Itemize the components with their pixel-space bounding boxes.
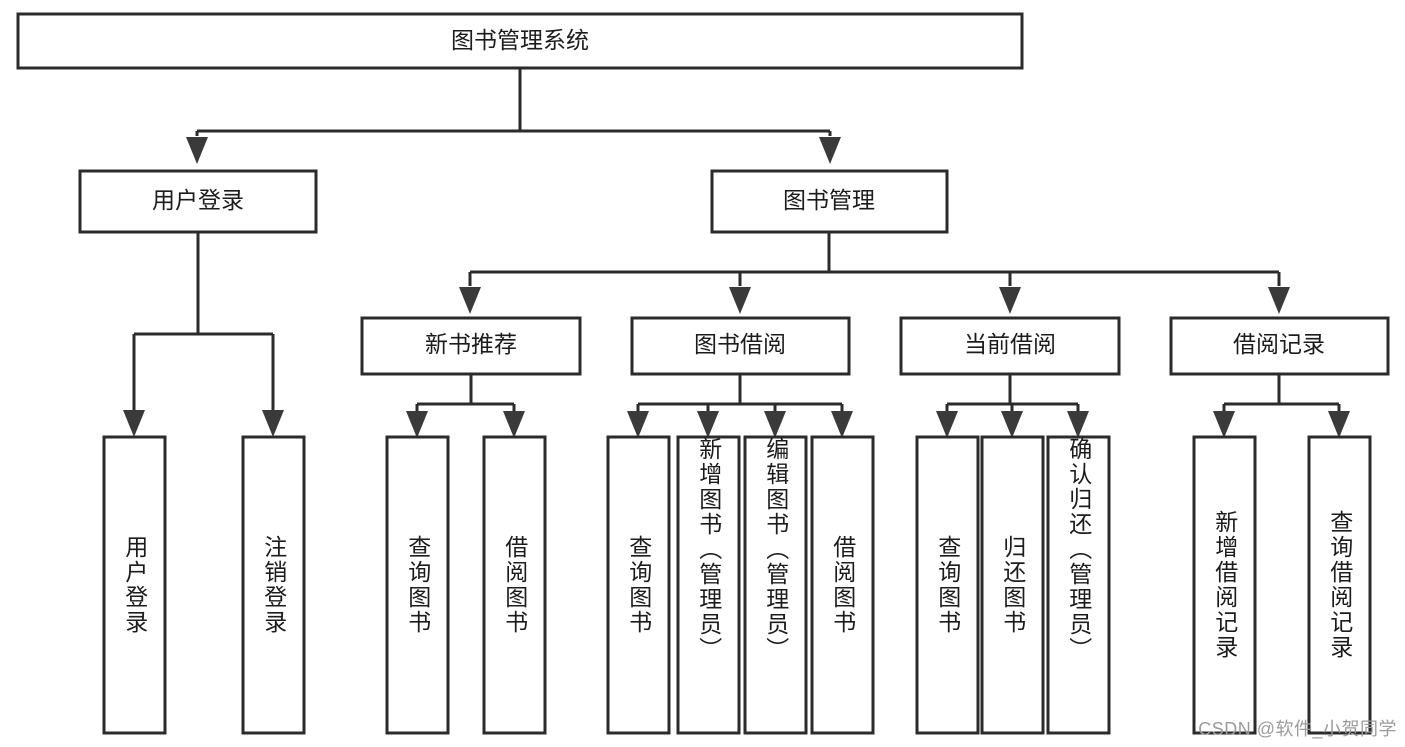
leaf-box-bb-edit-book[interactable] bbox=[743, 435, 808, 735]
arrow-icon-to-borrow-record bbox=[1268, 287, 1290, 314]
csdn-watermark: CSDN @软件_小贺同学 bbox=[1198, 719, 1397, 739]
node-book-management-box[interactable] bbox=[710, 169, 949, 234]
leaf-box-nb-borrow-book[interactable] bbox=[482, 435, 547, 735]
node-book-management[interactable]: 图书管理 bbox=[710, 169, 949, 234]
arrow-icon-to-user-login bbox=[186, 137, 208, 164]
arrow-icon-br-leaf-2 bbox=[1328, 411, 1350, 438]
leaf-box-bb-borrow-book[interactable] bbox=[810, 435, 875, 735]
node-borrow-record-label: 借阅记录 bbox=[1233, 331, 1325, 357]
leaf-box-logout[interactable] bbox=[241, 435, 306, 735]
node-root-book-management-system[interactable]: 图书管理系统 bbox=[16, 12, 1024, 70]
node-borrow-record-box[interactable] bbox=[1169, 316, 1390, 376]
node-borrow-record[interactable]: 借阅记录 bbox=[1169, 316, 1390, 376]
leaf-box-br-query-record[interactable] bbox=[1307, 435, 1372, 735]
node-user-login[interactable]: 用户登录 bbox=[78, 169, 318, 234]
arrow-icon-bb-leaf-2 bbox=[697, 411, 719, 438]
arrow-icon-to-new-book-recommend bbox=[459, 287, 481, 314]
leaf-box-cb-return-book[interactable] bbox=[980, 435, 1045, 735]
leaf-box-bb-query-book[interactable] bbox=[606, 435, 671, 735]
node-book-management-label: 图书管理 bbox=[783, 187, 875, 213]
node-new-book-recommend-label: 新书推荐 bbox=[425, 331, 517, 357]
node-current-borrow[interactable]: 当前借阅 bbox=[899, 316, 1121, 376]
arrow-icon-to-book-mgmt bbox=[819, 137, 841, 164]
node-new-book-recommend-box[interactable] bbox=[360, 316, 582, 376]
node-book-borrow[interactable]: 图书借阅 bbox=[630, 316, 851, 376]
arrow-icon-cb-leaf-1 bbox=[936, 411, 958, 438]
arrow-icon-to-leaf-user-login bbox=[123, 410, 145, 437]
leaf-box-br-add-record[interactable] bbox=[1192, 435, 1257, 735]
arrow-icon-bb-leaf-3 bbox=[764, 411, 786, 438]
node-root-label: 图书管理系统 bbox=[451, 27, 589, 53]
leaf-box-nb-query-book[interactable] bbox=[385, 435, 450, 735]
node-user-login-label: 用户登录 bbox=[152, 187, 244, 213]
arrow-icon-to-book-borrow bbox=[729, 287, 751, 314]
arrow-icon-bb-leaf-1 bbox=[627, 411, 649, 438]
arrow-icon-br-leaf-1 bbox=[1213, 411, 1235, 438]
connector-layer bbox=[132, 68, 1341, 412]
leaf-box-user-login[interactable] bbox=[102, 435, 167, 735]
arrow-icon-to-current-borrow bbox=[999, 287, 1021, 314]
arrow-icon-cb-leaf-3 bbox=[1067, 411, 1089, 438]
arrow-icon-bb-leaf-4 bbox=[831, 411, 853, 438]
leaf-box-bb-add-book[interactable] bbox=[676, 435, 741, 735]
leaf-box-cb-query-book[interactable] bbox=[915, 435, 980, 735]
node-current-borrow-label: 当前借阅 bbox=[964, 331, 1056, 357]
node-new-book-recommend[interactable]: 新书推荐 bbox=[360, 316, 582, 376]
node-current-borrow-box[interactable] bbox=[899, 316, 1121, 376]
node-root-box[interactable] bbox=[16, 12, 1024, 70]
node-user-login-box[interactable] bbox=[78, 169, 318, 234]
node-book-borrow-label: 图书借阅 bbox=[694, 331, 786, 357]
arrow-icon-cb-leaf-2 bbox=[1001, 411, 1023, 438]
arrow-icon-nb-leaf-1 bbox=[406, 411, 428, 438]
arrow-icon-nb-leaf-2 bbox=[503, 411, 525, 438]
node-book-borrow-box[interactable] bbox=[630, 316, 851, 376]
arrow-icon-to-leaf-logout bbox=[262, 410, 284, 437]
leaf-box-layer bbox=[102, 435, 1372, 735]
leaf-box-cb-confirm-return[interactable] bbox=[1046, 435, 1111, 735]
